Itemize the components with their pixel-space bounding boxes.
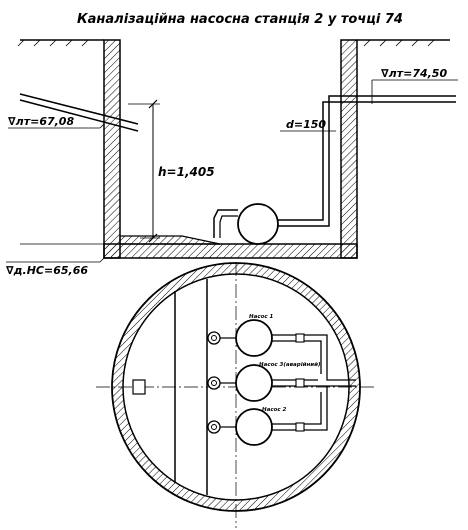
inlet-pipe-top: [19, 93, 139, 125]
plan-view: Насос 1 Насос 3(аварійний) Насос 2: [96, 262, 376, 528]
section-pump: [237, 203, 279, 245]
sloped-bed: [119, 235, 221, 245]
left-wall: [103, 39, 121, 259]
height-dimension-label: h=1,405: [158, 165, 215, 179]
discharge-pipe-outer: [278, 95, 456, 227]
pump-1: [235, 319, 273, 357]
outlet-level-label: ∇лт=74,50: [381, 67, 447, 80]
suction-valve: [207, 376, 221, 390]
right-wall: [340, 39, 358, 259]
diameter-label: d=150: [286, 118, 326, 131]
inlet-pipe-bottom: [19, 99, 139, 132]
check-valve: [295, 422, 305, 432]
bottom-slab: [103, 243, 358, 259]
ground-hatch: [17, 39, 435, 47]
pump-2: [235, 408, 273, 446]
bottom-level-tick: [99, 257, 105, 263]
pump-1-label: Насос 1: [249, 314, 274, 320]
inlet-stub: [132, 379, 146, 395]
pump-3: [235, 364, 273, 402]
dim-h-tick-top: [148, 99, 158, 109]
suction-valve: [207, 420, 221, 434]
inlet-level-label: ∇лт=67,08: [8, 115, 74, 128]
section-pump-suction-inner: [219, 215, 238, 238]
station-bottom-level-label: ∇д.НС=65,66: [6, 264, 88, 277]
discharge-pipe-inner: [278, 101, 456, 221]
section-pump-suction: [213, 209, 238, 238]
suction-valve: [207, 331, 221, 345]
pump-2-label: Насос 2: [262, 407, 287, 413]
check-valve: [295, 378, 305, 388]
inlet-leader-tick: [99, 123, 105, 129]
drawing-title: Каналізаційна насосна станція 2 у точці …: [77, 12, 403, 27]
check-valve: [295, 333, 305, 343]
dim-h-tick-bottom: [148, 233, 158, 243]
pump-3-label: Насос 3(аварійний): [259, 362, 320, 368]
section-view: h=1,405 d=150 ∇лт=74,50 ∇лт=67,08 ∇д.НС=…: [6, 39, 458, 277]
